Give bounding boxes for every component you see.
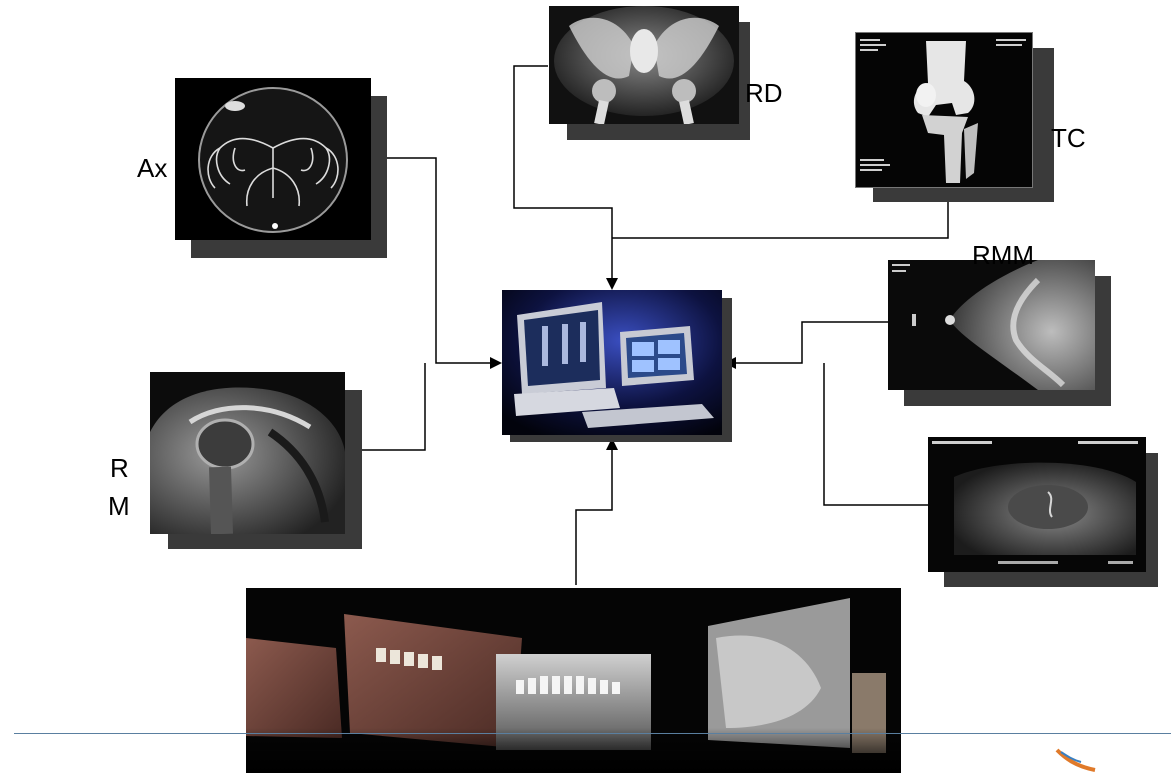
label-angio: Ax <box>137 155 167 181</box>
knee-ct-node <box>855 32 1054 202</box>
connector-angio <box>370 158 500 363</box>
pelvis-xray <box>549 6 739 124</box>
angio-image-node <box>175 78 387 258</box>
ultrasound-image <box>928 437 1146 572</box>
shoulder-mri-image <box>150 372 345 534</box>
knee-ct-image <box>855 32 1033 188</box>
connector-mammo <box>726 322 888 363</box>
connector-dental <box>576 440 612 585</box>
corner-swoosh-icon <box>1055 748 1105 773</box>
mammo-node <box>888 260 1111 406</box>
workstation-image <box>502 290 722 435</box>
label-mammo: RMM <box>972 242 1034 268</box>
label-shoulder-line2: M <box>108 493 130 519</box>
dental-panel-node <box>246 588 901 773</box>
workstation-node <box>502 290 732 442</box>
footer-rule <box>14 733 1171 734</box>
label-shoulder-line1: R <box>110 455 129 481</box>
angio-image <box>175 78 371 240</box>
dental-panel-image <box>246 588 901 773</box>
label-pelvis: RD <box>745 80 783 106</box>
shoulder-mri-node <box>150 372 362 549</box>
mammo-image <box>888 260 1095 390</box>
label-knee: TC <box>1051 125 1086 151</box>
ultrasound-node <box>928 437 1158 587</box>
pelvis-xray-node <box>549 6 750 140</box>
